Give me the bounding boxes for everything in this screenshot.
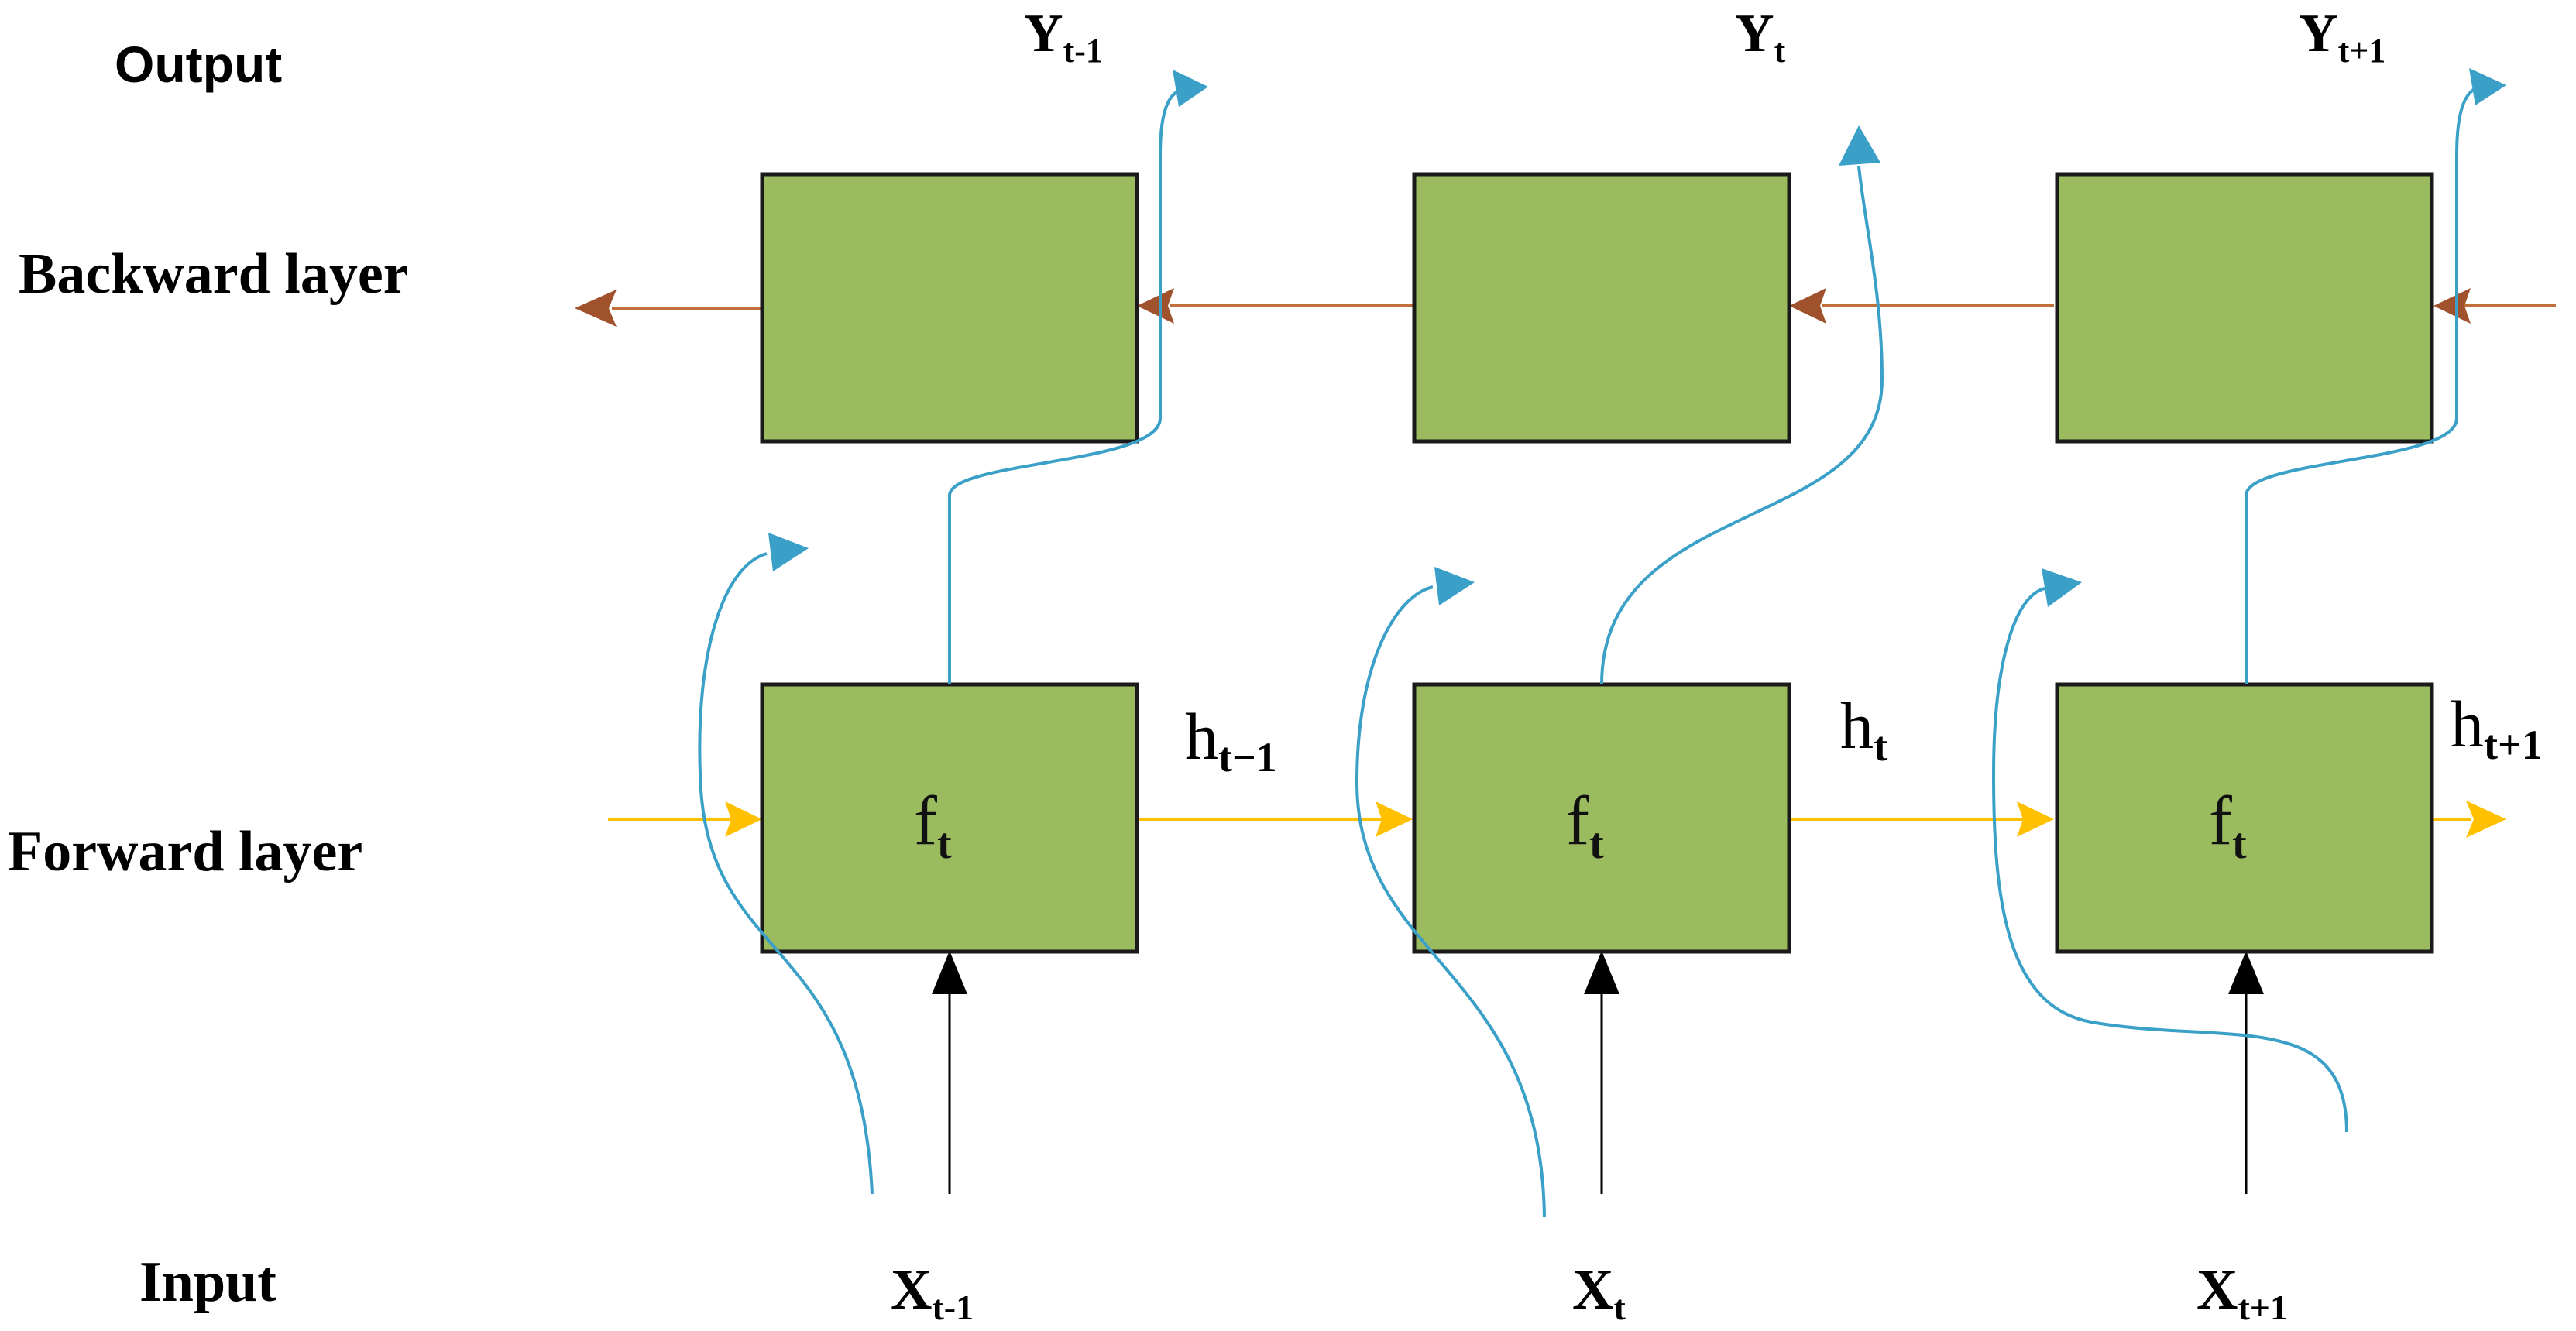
hidden-label-2: ht [1840, 688, 1887, 770]
forward-cell-3-function: ft [2209, 783, 2247, 868]
flow-curve-3-up [2245, 84, 2488, 684]
backward-arrow-in-head [2433, 288, 2471, 324]
output-label-3: Yt+1 [2299, 4, 2385, 70]
flow-curve-3-in [1991, 587, 2348, 1133]
forward-cell-2-function: ft [1566, 783, 1604, 868]
input-arrows [932, 951, 2264, 1194]
output-row-label: Output [115, 36, 282, 93]
input-label-1: Xt-1 [891, 1258, 974, 1327]
backward-cell-3 [2055, 172, 2434, 444]
flow-curve-2-in [1355, 585, 1546, 1218]
flow-curve-1-up [948, 87, 1194, 684]
backward-arrow-out-head [575, 290, 617, 327]
forward-cell-3 [2055, 682, 2434, 954]
forward-cell-1-function: ft [914, 783, 952, 868]
input-label-2: Xt [1572, 1258, 1626, 1327]
backward-flow [575, 288, 2556, 327]
backward-cells [760, 172, 2434, 444]
forward-flow [608, 801, 2506, 838]
flow-curve-3-up-head [2469, 68, 2506, 105]
forward-arrow-2-3-head [2017, 801, 2054, 837]
flow-curve-3-in-head [2042, 568, 2082, 607]
backward-arrow-2-1-head [1137, 288, 1174, 324]
backward-arrow-3-2-head [1789, 288, 1826, 324]
backward-cell-1 [760, 172, 1139, 444]
flow-curve-1-in [698, 552, 874, 1195]
output-label-1: Yt-1 [1024, 4, 1103, 70]
flow-curve-2-in-head [1434, 567, 1475, 605]
forward-arrow-in-head [725, 801, 762, 837]
forward-arrow-out-head [2466, 801, 2506, 838]
forward-cell-1 [760, 682, 1139, 954]
hidden-label-1: ht−1 [1185, 699, 1277, 780]
input-row-label: Input [139, 1250, 276, 1314]
flow-curve-2-up-head [1839, 125, 1880, 166]
input-flow-curves [698, 533, 2348, 1218]
output-label-2: Yt [1735, 4, 1786, 70]
backward-layer-row-label: Backward layer [19, 242, 409, 306]
flow-curve-1-in-head [768, 533, 809, 571]
input-arrow-2-head [1584, 951, 1619, 994]
forward-layer-row-label: Forward layer [8, 820, 362, 883]
input-label-3: Xt+1 [2196, 1258, 2288, 1327]
hidden-label-3: ht+1 [2451, 687, 2543, 768]
forward-cells [760, 682, 2434, 954]
backward-cell-2 [1412, 172, 1791, 444]
forward-arrow-1-2-head [1376, 801, 1413, 837]
input-arrow-3-head [2228, 951, 2264, 994]
input-arrow-1-head [932, 951, 967, 994]
flow-curve-1-up-head [1173, 70, 1208, 107]
output-flow-curves [948, 68, 2506, 685]
flow-curve-2-up [1600, 166, 1884, 685]
forward-cell-2 [1412, 682, 1791, 954]
